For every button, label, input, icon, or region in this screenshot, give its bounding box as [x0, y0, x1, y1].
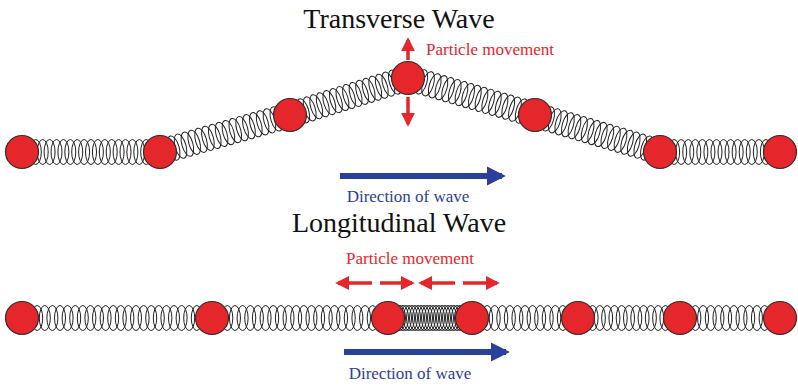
wave-heading: Longitudinal Wave — [292, 207, 506, 239]
spring-coil — [690, 140, 701, 165]
particle-ball — [456, 302, 489, 335]
spring-coil — [697, 140, 708, 165]
spring-coil — [704, 140, 715, 165]
spring-coil — [206, 123, 223, 150]
direction-arrow — [340, 173, 502, 179]
particle-ball — [764, 302, 797, 335]
movement-arrow — [421, 281, 455, 285]
spring-coil — [240, 113, 257, 140]
movement-label: Particle movement — [346, 249, 474, 269]
spring-coil — [746, 140, 757, 165]
wave-heading: Transverse Wave — [303, 3, 494, 35]
spring-coil — [254, 109, 271, 136]
direction-label: Direction of wave — [349, 364, 472, 384]
particle-ball — [644, 136, 677, 169]
movement-arrow — [406, 97, 410, 124]
movement-arrow — [406, 40, 410, 60]
spring-coil — [113, 140, 124, 165]
movement-arrow — [338, 281, 372, 285]
spring-coil — [199, 125, 216, 152]
spring-coil — [227, 117, 244, 144]
particle-ball — [664, 302, 697, 335]
spring-coil — [753, 140, 764, 165]
spring-coil — [79, 140, 90, 165]
particle-ball — [764, 136, 797, 169]
particle-ball — [144, 136, 177, 169]
spring-coil — [127, 140, 138, 165]
spring-coil — [220, 119, 237, 146]
spring-coil — [192, 127, 209, 154]
spring-coil — [185, 129, 202, 156]
spring-coil — [213, 121, 230, 148]
particle-ball — [372, 302, 405, 335]
particle-ball — [196, 302, 229, 335]
spring-coil — [718, 140, 729, 165]
spring-coil — [676, 140, 687, 165]
direction-label: Direction of wave — [347, 187, 470, 207]
spring-coil — [86, 140, 97, 165]
direction-arrow — [344, 349, 506, 355]
spring-coil — [683, 140, 694, 165]
spring-coil — [72, 140, 83, 165]
particle-ball — [562, 302, 595, 335]
spring-coil — [65, 140, 76, 165]
spring-coil — [711, 140, 722, 165]
movement-arrow — [463, 281, 497, 285]
spring-coil — [51, 140, 62, 165]
spring-coil — [179, 131, 196, 158]
particle-ball — [274, 99, 307, 132]
spring-coil — [99, 140, 110, 165]
spring-coil — [725, 140, 736, 165]
spring-coil — [739, 140, 750, 165]
particle-ball — [392, 62, 425, 95]
movement-label: Particle movement — [426, 40, 554, 60]
spring-coil — [120, 140, 131, 165]
spring-coil — [247, 111, 264, 138]
movement-arrow — [380, 281, 412, 285]
particle-ball — [519, 99, 552, 132]
spring-coil — [732, 140, 743, 165]
spring-coil — [92, 140, 103, 165]
particle-ball — [6, 302, 39, 335]
spring-coil — [106, 140, 117, 165]
particle-ball — [6, 136, 39, 169]
spring-coil — [233, 115, 250, 142]
spring-coil — [44, 140, 55, 165]
spring-coil — [58, 140, 69, 165]
